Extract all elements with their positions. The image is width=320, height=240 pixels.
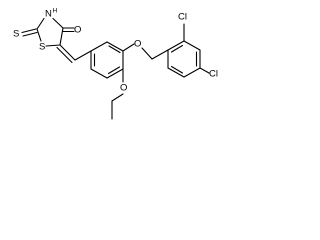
bond-ch-aryl (74, 50, 92, 61)
bond-c5-ch-b (56, 46, 73, 64)
chemical-structure-diagram: S N H O S O O Cl Cl (13, 8, 218, 120)
atom-label-o-ethoxy: O (120, 83, 127, 94)
bond-ar3-o (122, 43, 135, 52)
bond-o-ch2 (141, 47, 153, 60)
bond-ar2-ar3 (106, 41, 124, 52)
atom-label-s-ring: S (39, 42, 45, 53)
bond-c2-s-thione-a (21, 28, 37, 34)
bond-b-inner-3 (170, 65, 184, 74)
bond-b1-b2 (167, 40, 185, 51)
atom-label-o-carbonyl: O (74, 25, 81, 36)
atom-label-cl-para: Cl (209, 69, 218, 80)
bond-n3-c4 (52, 17, 64, 29)
thiazolidinone-ring (21, 17, 75, 47)
benzyloxy-linker (122, 43, 169, 60)
bond-b-inner-1 (170, 44, 184, 53)
bond-ar-inner-2 (107, 66, 121, 75)
atom-label-nh-h: H (53, 8, 58, 15)
bond-c4-c5 (59, 27, 64, 46)
atom-label-cl-ortho: Cl (178, 12, 187, 23)
bond-ar1-ar2 (90, 41, 108, 52)
atom-label-nh-n: N (45, 9, 52, 20)
bond-b5-b6 (167, 67, 185, 78)
atom-label-o-benzyloxy: O (134, 39, 141, 50)
central-benzene-ring (90, 41, 124, 79)
bond-o-ethyl-ch2 (111, 93, 124, 102)
bond-c5-ch-a (59, 44, 76, 61)
methylidene-linker (56, 44, 92, 64)
bond-s1-c2 (36, 28, 42, 42)
ethoxy-group (111, 68, 124, 120)
bond-ch2-ar (151, 49, 169, 60)
dichlorophenyl-ring (167, 23, 210, 78)
bond-b4-cl (199, 67, 210, 74)
bond-c5-s1 (45, 44, 61, 47)
bond-b4-b5 (183, 67, 201, 78)
bond-b2-b3 (183, 40, 201, 51)
bond-ar4-ar5 (106, 68, 124, 79)
bond-c2-n3 (36, 17, 45, 30)
atom-label-s-thione: S (13, 29, 19, 40)
bond-ar-inner-1 (108, 45, 121, 54)
bond-ar5-ar6 (90, 68, 108, 79)
bond-c2-s-thione-b (22, 31, 38, 37)
